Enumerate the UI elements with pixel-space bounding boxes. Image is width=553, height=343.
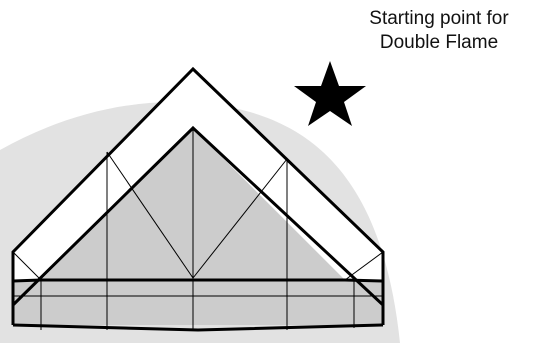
caption-line-1: Starting point for [339,7,539,31]
star-icon [294,61,366,126]
caption: Starting point for Double Flame [339,7,539,55]
caption-line-2: Double Flame [339,31,539,55]
